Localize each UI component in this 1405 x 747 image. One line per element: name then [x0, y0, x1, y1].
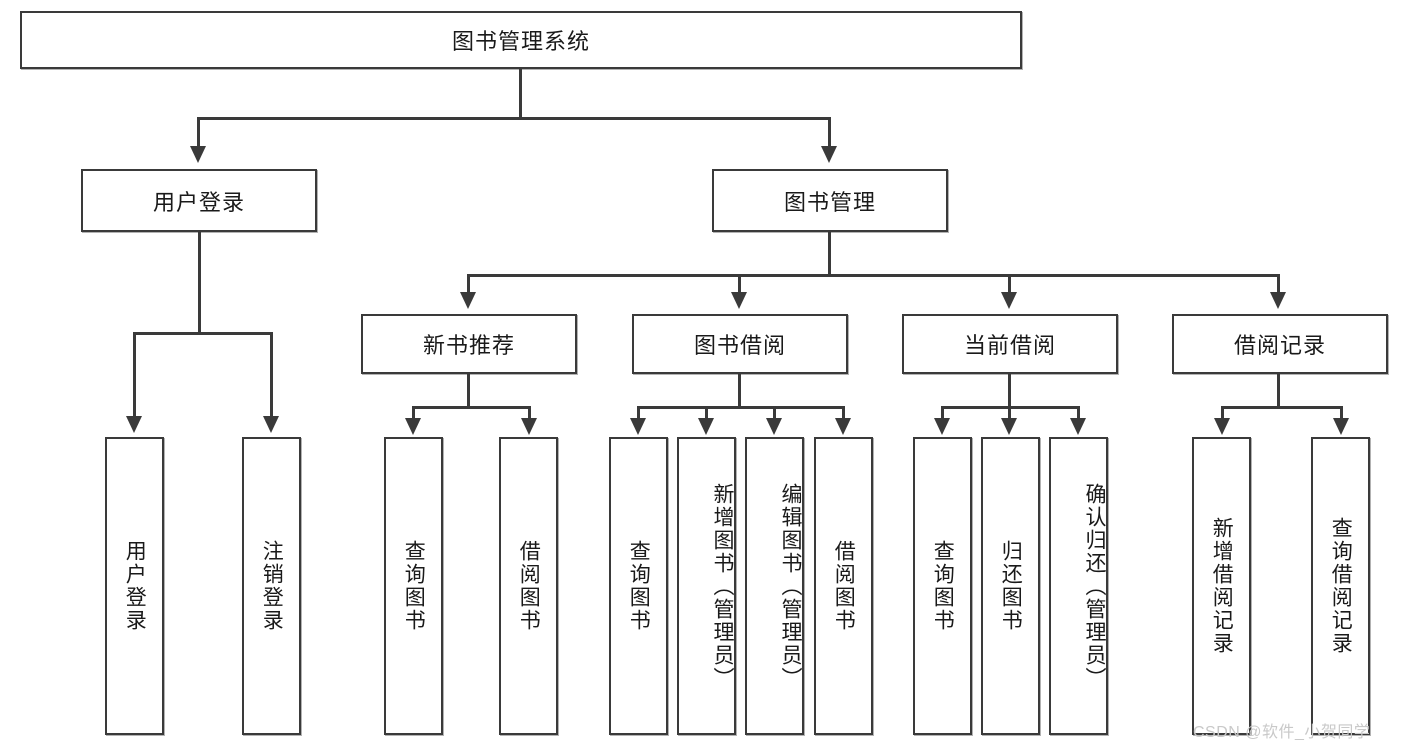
- node-label: 用户登录: [123, 540, 147, 632]
- node-label: 编辑图书（管理员）: [779, 482, 802, 690]
- node-label: 新增图书（管理员）: [711, 482, 734, 690]
- edge-borrow-record-to-leaf-1: [1221, 406, 1224, 420]
- edge-user-login-stem: [198, 232, 201, 334]
- edge-book-manage-bar: [467, 274, 1279, 277]
- edge-borrow-record-stem: [1277, 374, 1280, 408]
- edge-borrow-record-to-leaf-2: [1340, 406, 1343, 420]
- arrow-root-to-user-login: [190, 146, 206, 163]
- node-root-system[interactable]: 图书管理系统: [20, 11, 1022, 69]
- arrow-book-borrow-to-leaf-4: [835, 418, 851, 435]
- edge-book-borrow-stem: [738, 374, 741, 408]
- arrow-user-login-to-leaf-1: [126, 416, 142, 433]
- node-book-borrow[interactable]: 图书借阅: [632, 314, 848, 374]
- arrow-book-manage-to-book-borrow: [731, 292, 747, 309]
- edge-root-to-book-manage: [828, 117, 831, 149]
- node-label: 新书推荐: [422, 333, 515, 358]
- leaf-user-login-login[interactable]: 用户登录: [105, 437, 164, 735]
- node-label: 用户登录: [152, 189, 245, 215]
- node-book-manage[interactable]: 图书管理: [712, 169, 948, 232]
- leaf-borrow-record-add-record[interactable]: 新增借阅记录: [1192, 437, 1251, 735]
- node-label: 查询图书: [931, 540, 955, 632]
- edge-root-stem: [519, 69, 522, 118]
- leaf-book-borrow-query-book[interactable]: 查询图书: [609, 437, 668, 735]
- leaf-new-book-borrow-book[interactable]: 借阅图书: [499, 437, 558, 735]
- arrow-new-book-to-leaf-1: [405, 418, 421, 435]
- edge-current-borrow-to-leaf-2: [1008, 406, 1011, 420]
- edge-current-borrow-stem: [1008, 374, 1011, 408]
- node-label: 借阅记录: [1233, 333, 1326, 358]
- leaf-book-borrow-borrow-book[interactable]: 借阅图书: [814, 437, 873, 735]
- node-label: 归还图书: [999, 540, 1023, 632]
- node-label: 查询借阅记录: [1329, 517, 1353, 655]
- leaf-new-book-query-book[interactable]: 查询图书: [384, 437, 443, 735]
- edge-book-borrow-to-leaf-3: [773, 406, 776, 420]
- edge-new-book-stem: [467, 374, 470, 408]
- csdn-watermark: CSDN @软件_小贺同学: [1193, 724, 1371, 741]
- edge-book-manage-to-book-borrow: [738, 274, 741, 294]
- node-current-borrow[interactable]: 当前借阅: [902, 314, 1118, 374]
- edge-book-manage-to-current-borrow: [1008, 274, 1011, 294]
- node-label: 查询图书: [627, 540, 651, 632]
- edge-new-book-to-leaf-1: [412, 406, 415, 420]
- leaf-user-login-logout[interactable]: 注销登录: [242, 437, 301, 735]
- leaf-current-borrow-confirm-return-admin[interactable]: 确认归还（管理员）: [1049, 437, 1108, 735]
- node-label: 图书管理系统: [451, 29, 590, 54]
- node-label: 注销登录: [260, 540, 284, 632]
- node-label: 确认归还（管理员）: [1083, 482, 1106, 690]
- leaf-book-borrow-add-book-admin[interactable]: 新增图书（管理员）: [677, 437, 736, 735]
- node-label: 当前借阅: [963, 333, 1056, 358]
- edge-user-login-to-leaf-2: [270, 332, 273, 418]
- arrow-current-borrow-to-leaf-2: [1001, 418, 1017, 435]
- edge-book-borrow-bar: [637, 406, 845, 409]
- node-label: 借阅图书: [832, 540, 856, 632]
- arrow-book-manage-to-current-borrow: [1001, 292, 1017, 309]
- edge-book-borrow-to-leaf-1: [637, 406, 640, 420]
- node-label: 借阅图书: [517, 540, 541, 632]
- edge-book-borrow-to-leaf-4: [842, 406, 845, 420]
- edge-book-borrow-to-leaf-2: [705, 406, 708, 420]
- node-label: 新增借阅记录: [1210, 517, 1234, 655]
- node-new-book-recommend[interactable]: 新书推荐: [361, 314, 577, 374]
- arrow-current-borrow-to-leaf-1: [934, 418, 950, 435]
- edge-root-to-user-login: [197, 117, 200, 149]
- leaf-current-borrow-query-book[interactable]: 查询图书: [913, 437, 972, 735]
- leaf-borrow-record-query-record[interactable]: 查询借阅记录: [1311, 437, 1370, 735]
- arrow-book-borrow-to-leaf-3: [766, 418, 782, 435]
- arrow-book-borrow-to-leaf-1: [630, 418, 646, 435]
- edge-book-manage-stem: [828, 232, 831, 276]
- arrow-new-book-to-leaf-2: [521, 418, 537, 435]
- arrow-user-login-to-leaf-2: [263, 416, 279, 433]
- edge-book-manage-to-new-book: [467, 274, 470, 294]
- edge-root-bar: [197, 117, 831, 120]
- edge-borrow-record-bar: [1221, 406, 1343, 409]
- leaf-book-borrow-edit-book-admin[interactable]: 编辑图书（管理员）: [745, 437, 804, 735]
- node-label: 图书管理: [783, 189, 876, 215]
- arrow-borrow-record-to-leaf-1: [1214, 418, 1230, 435]
- edge-current-borrow-to-leaf-1: [941, 406, 944, 420]
- edge-book-manage-to-borrow-record: [1277, 274, 1280, 294]
- arrow-borrow-record-to-leaf-2: [1333, 418, 1349, 435]
- edge-current-borrow-to-leaf-3: [1077, 406, 1080, 420]
- node-borrow-record[interactable]: 借阅记录: [1172, 314, 1388, 374]
- node-label: 图书借阅: [693, 333, 786, 358]
- edge-new-book-to-leaf-2: [528, 406, 531, 420]
- edge-new-book-bar: [412, 406, 531, 409]
- edge-user-login-to-leaf-1: [133, 332, 136, 418]
- arrow-root-to-book-manage: [821, 146, 837, 163]
- arrow-current-borrow-to-leaf-3: [1070, 418, 1086, 435]
- arrow-book-manage-to-new-book: [460, 292, 476, 309]
- arrow-book-borrow-to-leaf-2: [698, 418, 714, 435]
- leaf-current-borrow-return-book[interactable]: 归还图书: [981, 437, 1040, 735]
- arrow-book-manage-to-borrow-record: [1270, 292, 1286, 309]
- node-label: 查询图书: [402, 540, 426, 632]
- edge-user-login-bar: [133, 332, 273, 335]
- node-user-login[interactable]: 用户登录: [81, 169, 317, 232]
